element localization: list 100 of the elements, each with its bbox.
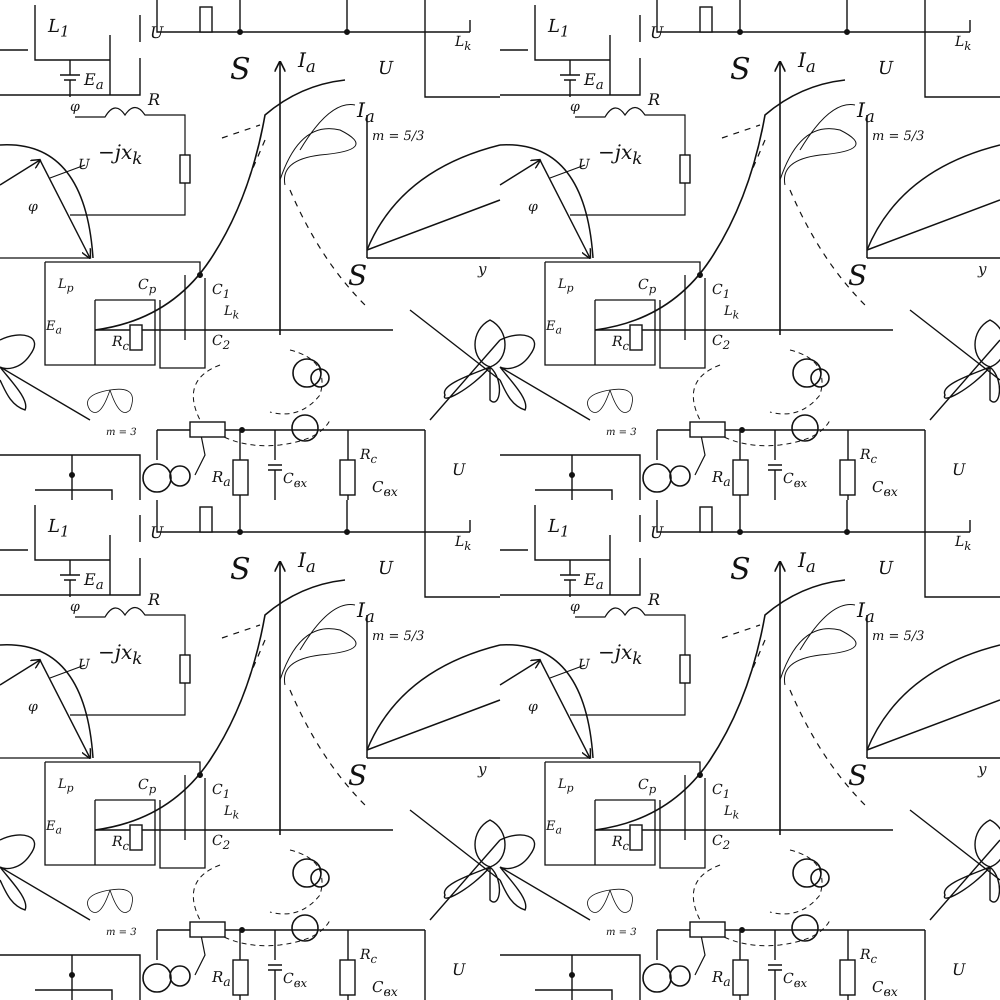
- axis-label: S: [348, 262, 368, 290]
- symbol-label: φ: [28, 200, 38, 214]
- axis-label: I$_{a}$: [298, 550, 316, 576]
- symbol-label: E$_{a}$: [46, 320, 62, 336]
- axis-label: I$_{a}$: [798, 550, 816, 576]
- formula-text: −jx$_{k}$: [598, 642, 642, 668]
- symbol-label: C$_{вх}$: [283, 972, 308, 990]
- symbol-label: R$_{a}$: [712, 470, 731, 488]
- symbol-label: R$_{c}$: [860, 948, 878, 966]
- symbol-label: C$_{1}$: [212, 283, 230, 300]
- axis-label: U: [378, 60, 394, 78]
- symbol-label: C$_{вх}$: [372, 980, 398, 998]
- axis-label: y: [978, 762, 986, 777]
- symbol-label: L$_{1}$: [548, 18, 570, 40]
- axis-label: S: [348, 762, 368, 790]
- symbol-label: R: [148, 592, 160, 608]
- symbol-label: R: [648, 92, 660, 108]
- axis-label: S: [730, 55, 751, 85]
- symbol-label: U: [452, 962, 466, 978]
- symbol-label: C$_{2}$: [712, 834, 730, 852]
- symbol-label: U: [650, 525, 664, 541]
- axis-label: y: [978, 262, 986, 277]
- symbol-label: E$_{a}$: [84, 72, 104, 93]
- symbol-label: C$_{1}$: [712, 283, 730, 300]
- axis-label: S: [730, 555, 751, 585]
- axis-label: U: [378, 560, 394, 578]
- symbol-label: C$_{вх}$: [372, 480, 398, 498]
- symbol-label: R$_{c}$: [360, 948, 378, 966]
- symbol-label: E$_{a}$: [584, 72, 604, 93]
- symbol-label: R$_{a}$: [212, 470, 231, 488]
- symbol-label: E$_{a}$: [584, 572, 604, 593]
- symbol-label: C$_{вх}$: [283, 472, 308, 490]
- symbol-label: L$_{k}$: [224, 305, 240, 322]
- axis-label: S: [230, 55, 251, 85]
- symbol-label: L$_{p}$: [558, 778, 574, 794]
- symbol-label: L$_{k}$: [455, 535, 472, 552]
- symbol-label: U: [650, 25, 664, 41]
- symbol-label: L$_{k}$: [224, 805, 240, 822]
- symbol-label: C$_{1}$: [212, 783, 230, 800]
- symbol-label: R$_{c}$: [612, 835, 630, 852]
- symbol-label: E$_{a}$: [84, 572, 104, 593]
- formula-text: −jx$_{k}$: [98, 642, 142, 668]
- axis-label: S: [848, 262, 868, 290]
- symbol-label: L$_{k}$: [724, 305, 740, 322]
- symbol-label: φ: [28, 700, 38, 714]
- symbol-label: φ: [570, 600, 580, 614]
- axis-label: y: [478, 262, 486, 277]
- symbol-label: C$_{вх}$: [872, 980, 898, 998]
- formula-text: m = 5/3: [372, 130, 424, 143]
- symbol-label: R$_{c}$: [360, 448, 378, 466]
- axis-label: y: [478, 762, 486, 777]
- symbol-label: R: [148, 92, 160, 108]
- axis-label: I$_{a}$: [298, 50, 316, 76]
- formula-text: m = 3: [106, 428, 137, 438]
- formula-text: m = 3: [606, 928, 637, 938]
- symbol-label: φ: [528, 200, 538, 214]
- symbol-label: U: [952, 962, 966, 978]
- symbol-label: C$_{вх}$: [783, 472, 808, 490]
- axis-label: I$_{a}$: [798, 50, 816, 76]
- formula-text: −jx$_{k}$: [598, 142, 642, 168]
- symbol-label: C$_{p}$: [638, 778, 656, 796]
- symbol-label: C$_{2}$: [212, 334, 230, 352]
- symbol-label: L$_{p}$: [58, 278, 74, 294]
- symbol-label: L$_{p}$: [558, 278, 574, 294]
- symbol-label: C$_{2}$: [712, 334, 730, 352]
- symbol-label: U: [452, 462, 466, 478]
- symbol-label: U: [150, 25, 164, 41]
- symbol-label: U: [578, 658, 590, 672]
- formula-text: m = 5/3: [872, 130, 924, 143]
- formula-text: m = 5/3: [372, 630, 424, 643]
- symbol-label: R$_{c}$: [860, 448, 878, 466]
- symbol-label: U: [78, 658, 90, 672]
- symbol-label: R$_{c}$: [112, 335, 130, 352]
- symbol-label: E$_{a}$: [546, 320, 562, 336]
- symbol-label: R$_{c}$: [612, 335, 630, 352]
- symbol-label: U: [578, 158, 590, 172]
- symbol-label: R: [648, 592, 660, 608]
- symbol-label: L$_{1}$: [48, 18, 70, 40]
- symbol-label: L$_{1}$: [548, 518, 570, 540]
- symbol-label: U: [78, 158, 90, 172]
- symbol-label: R$_{a}$: [712, 970, 731, 988]
- symbol-label: C$_{вх}$: [783, 972, 808, 990]
- formula-text: m = 3: [106, 928, 137, 938]
- symbol-label: E$_{a}$: [46, 820, 62, 836]
- symbol-label: R$_{a}$: [212, 970, 231, 988]
- symbol-label: L$_{k}$: [955, 35, 972, 52]
- symbol-label: φ: [570, 100, 580, 114]
- symbol-label: U: [952, 462, 966, 478]
- symbol-label: L$_{k}$: [724, 805, 740, 822]
- symbol-label: φ: [70, 100, 80, 114]
- symbol-label: φ: [528, 700, 538, 714]
- symbol-label: L$_{p}$: [58, 778, 74, 794]
- symbol-label: C$_{p}$: [138, 278, 156, 296]
- axis-label: U: [878, 560, 894, 578]
- symbol-label: E$_{a}$: [546, 820, 562, 836]
- symbol-label: φ: [70, 600, 80, 614]
- symbol-label: U: [150, 525, 164, 541]
- symbol-label: C$_{2}$: [212, 834, 230, 852]
- symbol-label: C$_{p}$: [138, 778, 156, 796]
- symbol-label: L$_{1}$: [48, 518, 70, 540]
